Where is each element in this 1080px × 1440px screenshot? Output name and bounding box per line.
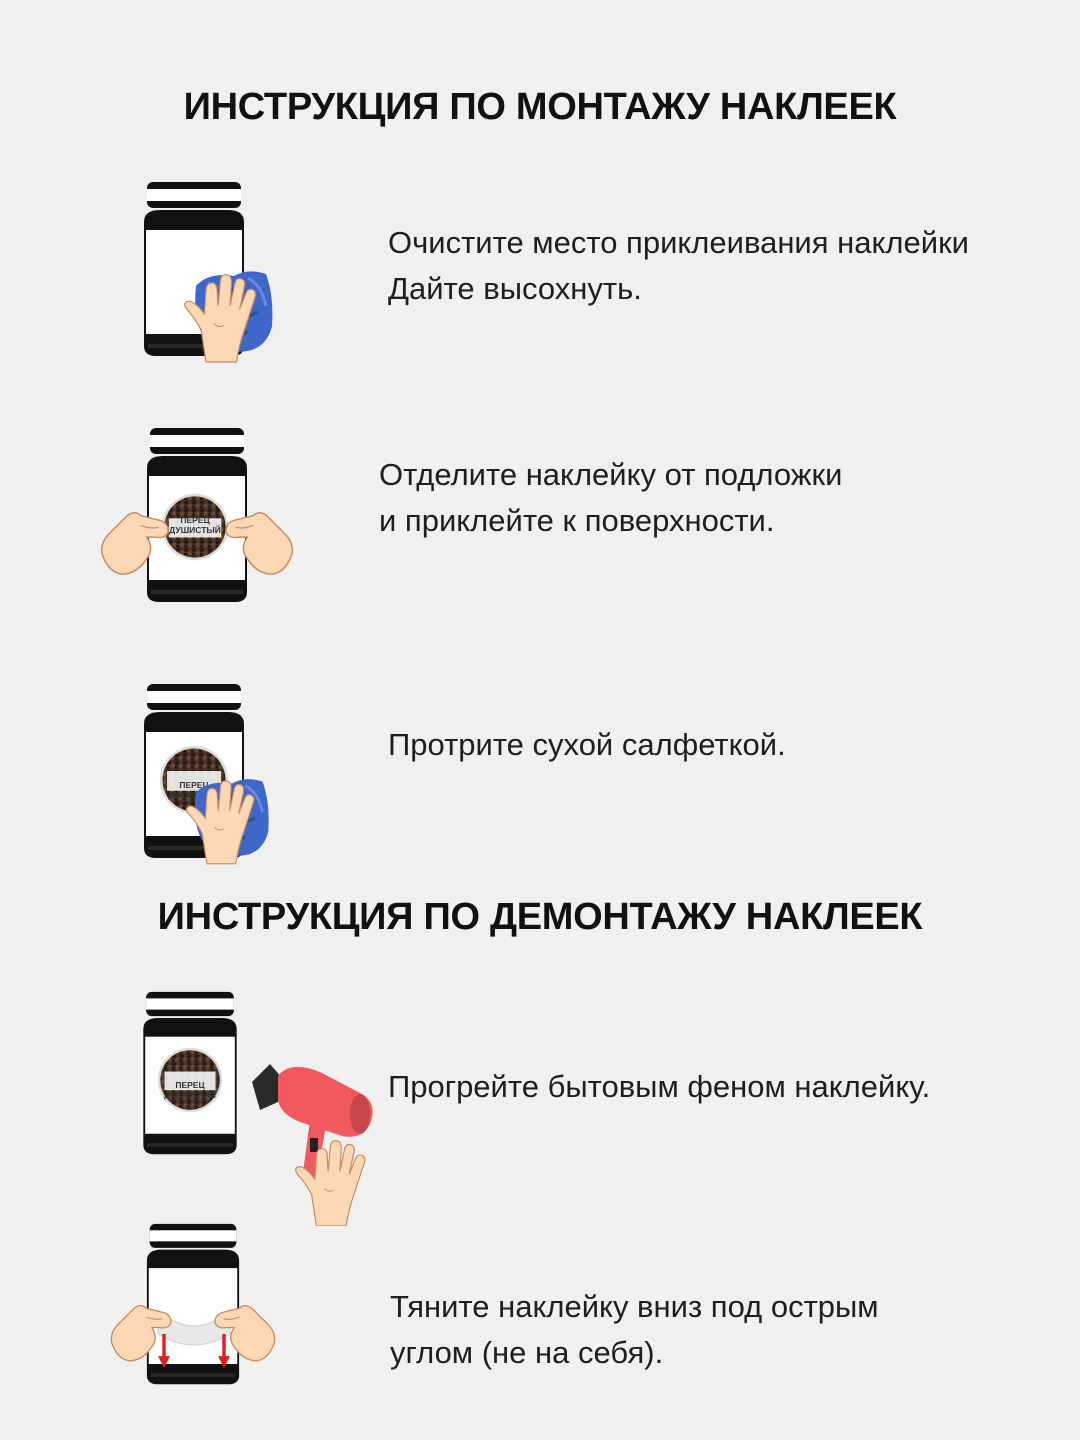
sticker-line-2: ДУШИСТЫЙ [169,524,221,535]
step-1-line-2: Дайте высохнуть. [388,271,642,306]
step-4-illustration: ПЕРЕЦ ДУШИСТЫЙ [130,990,380,1226]
step-2-text: Отделите наклейку от подложки и приклейт… [379,452,842,544]
step-5-text: Тяните наклейку вниз под острым углом (н… [390,1284,879,1376]
step-1-text: Очистите место приклеивания наклейки Дай… [388,220,969,312]
step-1-line-1: Очистите место приклеивания наклейки [388,225,969,260]
step-2-illustration: ПЕРЕЦ ДУШИСТЫЙ [96,426,306,612]
sticker-line-2: ДУШИСТЫЙ [164,1089,216,1100]
sticker-line-2: ДУШИСТЫЙ [168,789,220,800]
sticker-line-1: ПЕРЕЦ [179,780,209,790]
mounting-title: ИНСТРУКЦИЯ ПО МОНТАЖУ НАКЛЕЕК [183,86,897,128]
step-2-line-1: Отделите наклейку от подложки [379,457,843,492]
step-3-text: Протрите сухой салфеткой. [388,722,786,768]
step-3-line-1: Протрите сухой салфеткой. [388,727,786,762]
hair-dryer-icon [252,1064,373,1188]
step-4-line-1: Прогрейте бытовым феном наклейку. [388,1069,931,1104]
sticker-line-1: ПЕРЕЦ [180,515,210,525]
step-5-line-2: углом (не на себя). [390,1335,664,1370]
step-5-line-1: Тяните наклейку вниз под острым [390,1289,879,1324]
step-4-text: Прогрейте бытовым феном наклейку. [388,1064,930,1110]
dismounting-title: ИНСТРУКЦИЯ ПО ДЕМОНТАЖУ НАКЛЕЕК [157,896,923,938]
step-2-line-2: и приклейте к поверхности. [379,503,775,538]
step-1-illustration [130,180,290,380]
sticker-line-1: ПЕРЕЦ [175,1080,205,1090]
step-3-illustration: ПЕРЕЦ ДУШИСТЫЙ [130,682,290,882]
step-5-illustration [108,1222,288,1392]
